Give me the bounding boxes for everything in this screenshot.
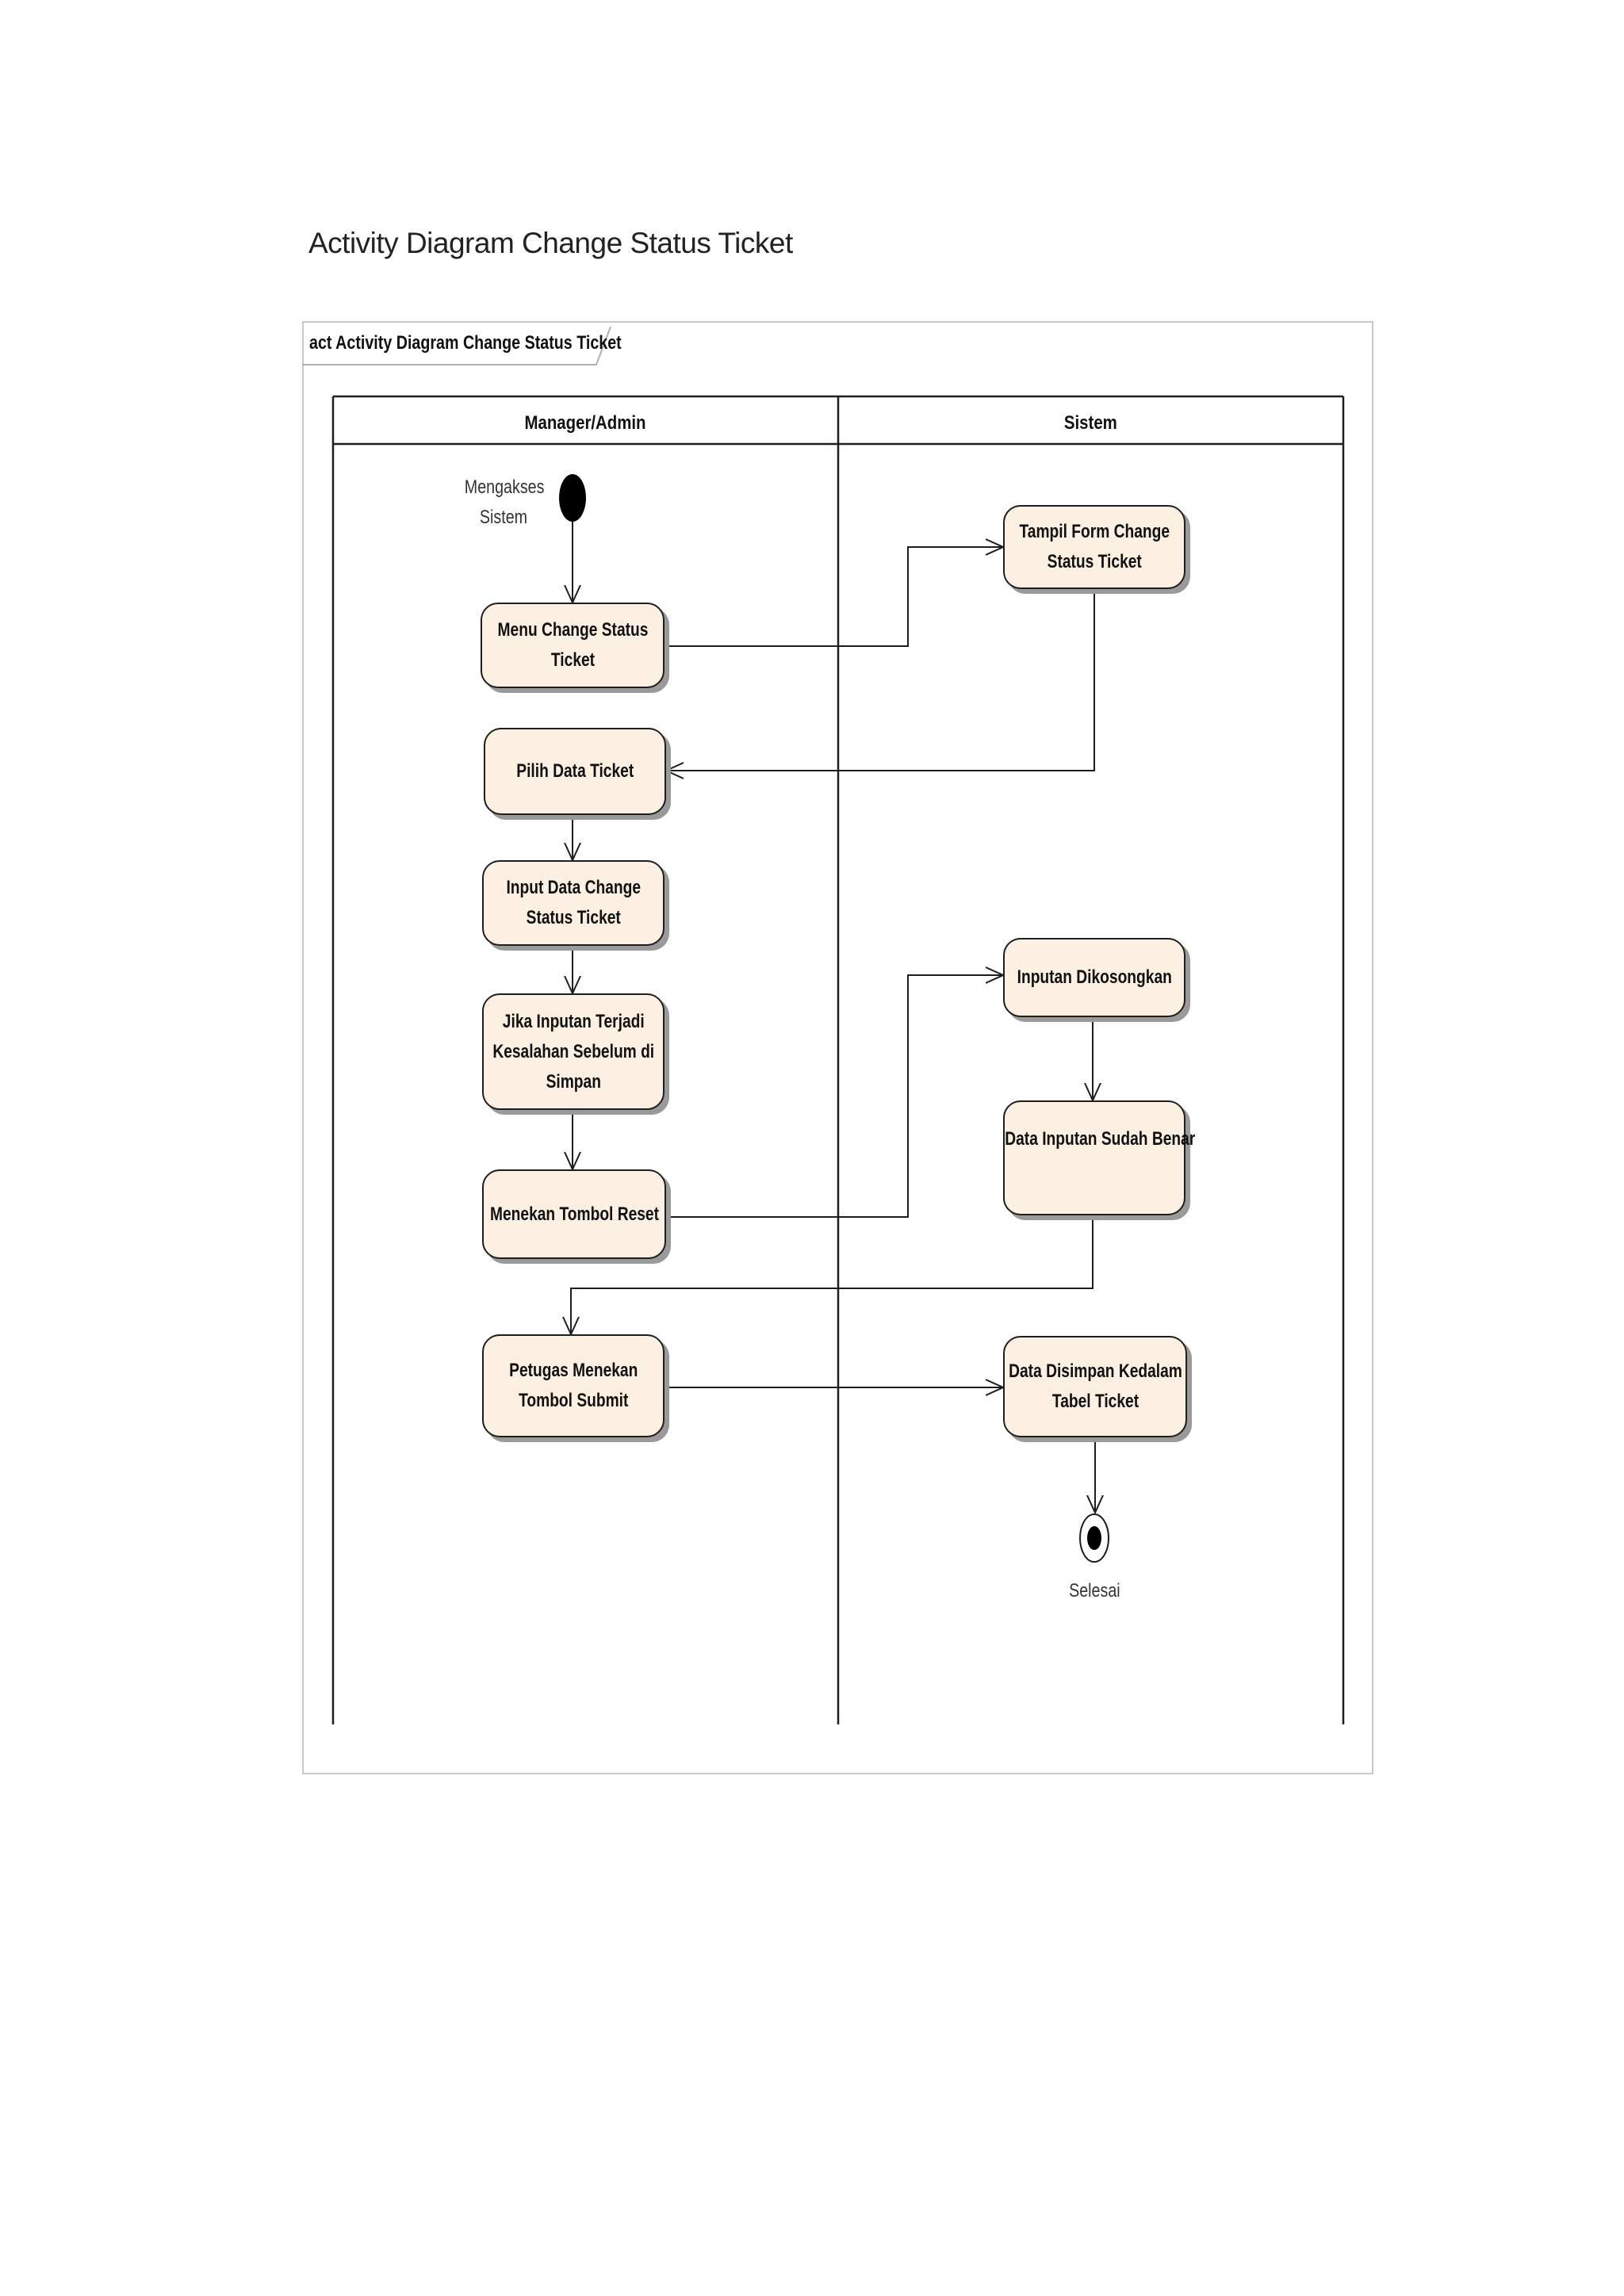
diagram-frame	[302, 321, 1373, 1774]
end-label: Selesai	[1068, 1580, 1120, 1601]
control-flows	[571, 522, 1095, 1513]
action-menekan-tombol-reset: Menekan Tombol Reset	[482, 1169, 666, 1259]
lane-header-sistem: Sistem	[1064, 412, 1117, 434]
flow-tampil-to-pilih	[666, 589, 1095, 771]
action-tampil-form-change-status-ticket: Tampil Form Change Status Ticket	[1003, 505, 1185, 589]
flow-benar-to-submit	[571, 1215, 1094, 1334]
lane-header-manager-admin: Manager/Admin	[524, 412, 647, 434]
action-menu-change-status-ticket: Menu Change Status Ticket	[481, 603, 665, 688]
flow-menu-to-tampil	[665, 547, 1003, 647]
action-pilih-data-ticket: Pilih Data Ticket	[484, 728, 666, 815]
swimlanes	[331, 395, 1345, 1724]
final-node	[1079, 1513, 1109, 1563]
frame-label: act Activity Diagram Change Status Ticke…	[309, 332, 622, 354]
action-petugas-menekan-tombol-submit: Petugas Menekan Tombol Submit	[482, 1334, 665, 1437]
action-data-disimpan-kedalam-tabel-ticket: Data Disimpan Kedalam Tabel Ticket	[1003, 1336, 1187, 1437]
action-input-data-change-status-ticket: Input Data Change Status Ticket	[482, 860, 665, 946]
action-inputan-dikosongkan: Inputan Dikosongkan	[1003, 938, 1185, 1017]
frame-tab	[302, 326, 611, 365]
flow-reset-to-dikosongkan	[666, 975, 1003, 1218]
page-title: Activity Diagram Change Status Ticket	[308, 227, 793, 259]
start-label: Mengakses Sistem	[464, 476, 545, 528]
action-data-inputan-sudah-benar: Data Inputan Sudah Benar	[1003, 1100, 1195, 1215]
initial-node	[559, 474, 586, 522]
action-jika-inputan-terjadi-kesalahan: Jika Inputan Terjadi Kesalahan Sebelum d…	[482, 993, 665, 1110]
